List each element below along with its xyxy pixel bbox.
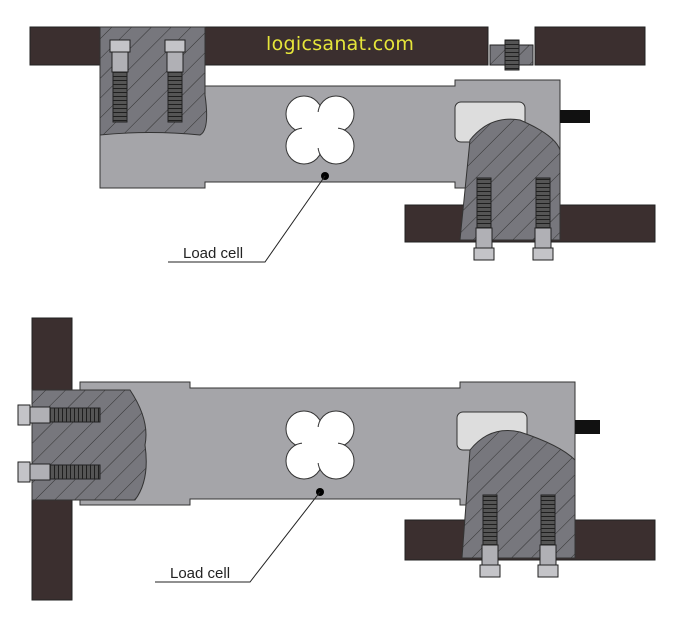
leader-line (168, 175, 326, 263)
cable-connector (560, 110, 590, 123)
load-cell-label: Load cell (183, 245, 243, 262)
strain-gauge-hole (285, 410, 355, 480)
leader-line (155, 491, 321, 583)
cable-connector (575, 420, 600, 434)
watermark: logicsanat.com (266, 33, 415, 55)
top-diagram: Load cell (29, 26, 656, 263)
bottom-diagram: Load cell (17, 317, 656, 601)
strain-gauge-hole (285, 95, 355, 165)
load-cell-label: Load cell (170, 565, 230, 582)
